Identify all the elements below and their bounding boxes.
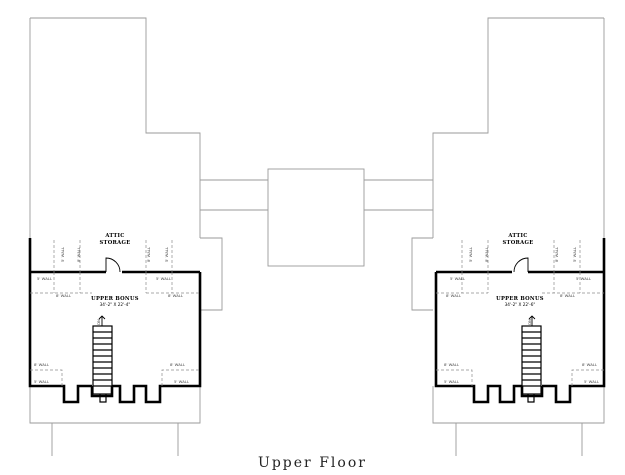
room-dims-right: 34'-2" X 22'-6" — [505, 302, 536, 307]
bonus-room-right — [434, 238, 606, 404]
wall-tag-left: 8' WALL — [168, 293, 184, 298]
attic-label-left-1: ATTIC — [104, 233, 124, 239]
wall-tag-left: 5' WALL — [156, 276, 172, 281]
roof-outline-center — [267, 168, 365, 267]
bonus-room-left — [28, 238, 202, 404]
wall-tag-left: 8' WALL — [34, 362, 50, 367]
left-unit-labels: ATTIC STORAGE UPPER BONUS 34'-2" X 22'-4… — [34, 233, 190, 384]
room-name-right: UPPER BONUS — [496, 296, 544, 302]
wall-tag-right: 8' WALL — [554, 246, 559, 262]
wall-tag-right: 5' WALL — [444, 379, 460, 384]
wall-tag-left: 8' WALL — [76, 246, 81, 262]
wall-tag-right: 5' WALL — [576, 276, 592, 281]
wall-tag-right: 5' WALL — [468, 246, 473, 262]
roof-outline-right — [364, 17, 605, 456]
stair-left — [92, 315, 113, 395]
roof-outline-left — [29, 17, 268, 456]
wall-tag-right: 5' WALL — [450, 276, 466, 281]
right-unit-labels: ATTIC STORAGE UPPER BONUS 34'-2" X 22'-6… — [444, 233, 600, 384]
wall-tag-left: 8' WALL — [56, 293, 72, 298]
wall-tag-right: 8' WALL — [582, 362, 598, 367]
attic-label-left-2: STORAGE — [100, 240, 131, 246]
wall-tag-left: 8' WALL — [170, 362, 186, 367]
wall-tag-left: 5' WALL — [37, 276, 53, 281]
wall-tag-left: 5' WALL — [164, 246, 169, 262]
stair-label-left: DN — [96, 319, 101, 325]
stair-right — [521, 315, 542, 395]
attic-label-right-2: STORAGE — [503, 240, 534, 246]
wall-tag-right: 5' WALL — [572, 246, 577, 262]
wall-tag-right: 8' WALL — [446, 293, 462, 298]
wall-tag-left: 5' WALL — [60, 246, 65, 262]
wall-tag-right: 8' WALL — [444, 362, 460, 367]
wall-tag-right: 8' WALL — [484, 246, 489, 262]
stair-label-right: DN — [527, 319, 532, 325]
wall-tag-right: 5' WALL — [584, 379, 600, 384]
wall-tag-left: 5' WALL — [174, 379, 190, 384]
wall-tag-left: 5' WALL — [34, 379, 50, 384]
room-name-left: UPPER BONUS — [91, 296, 139, 302]
room-dims-left: 34'-2" X 22'-4" — [100, 302, 131, 307]
attic-label-right-1: ATTIC — [507, 233, 527, 239]
wall-tag-right: 8' WALL — [560, 293, 576, 298]
wall-tag-left: 8' WALL — [146, 246, 151, 262]
plan-caption: Upper Floor — [258, 455, 367, 471]
